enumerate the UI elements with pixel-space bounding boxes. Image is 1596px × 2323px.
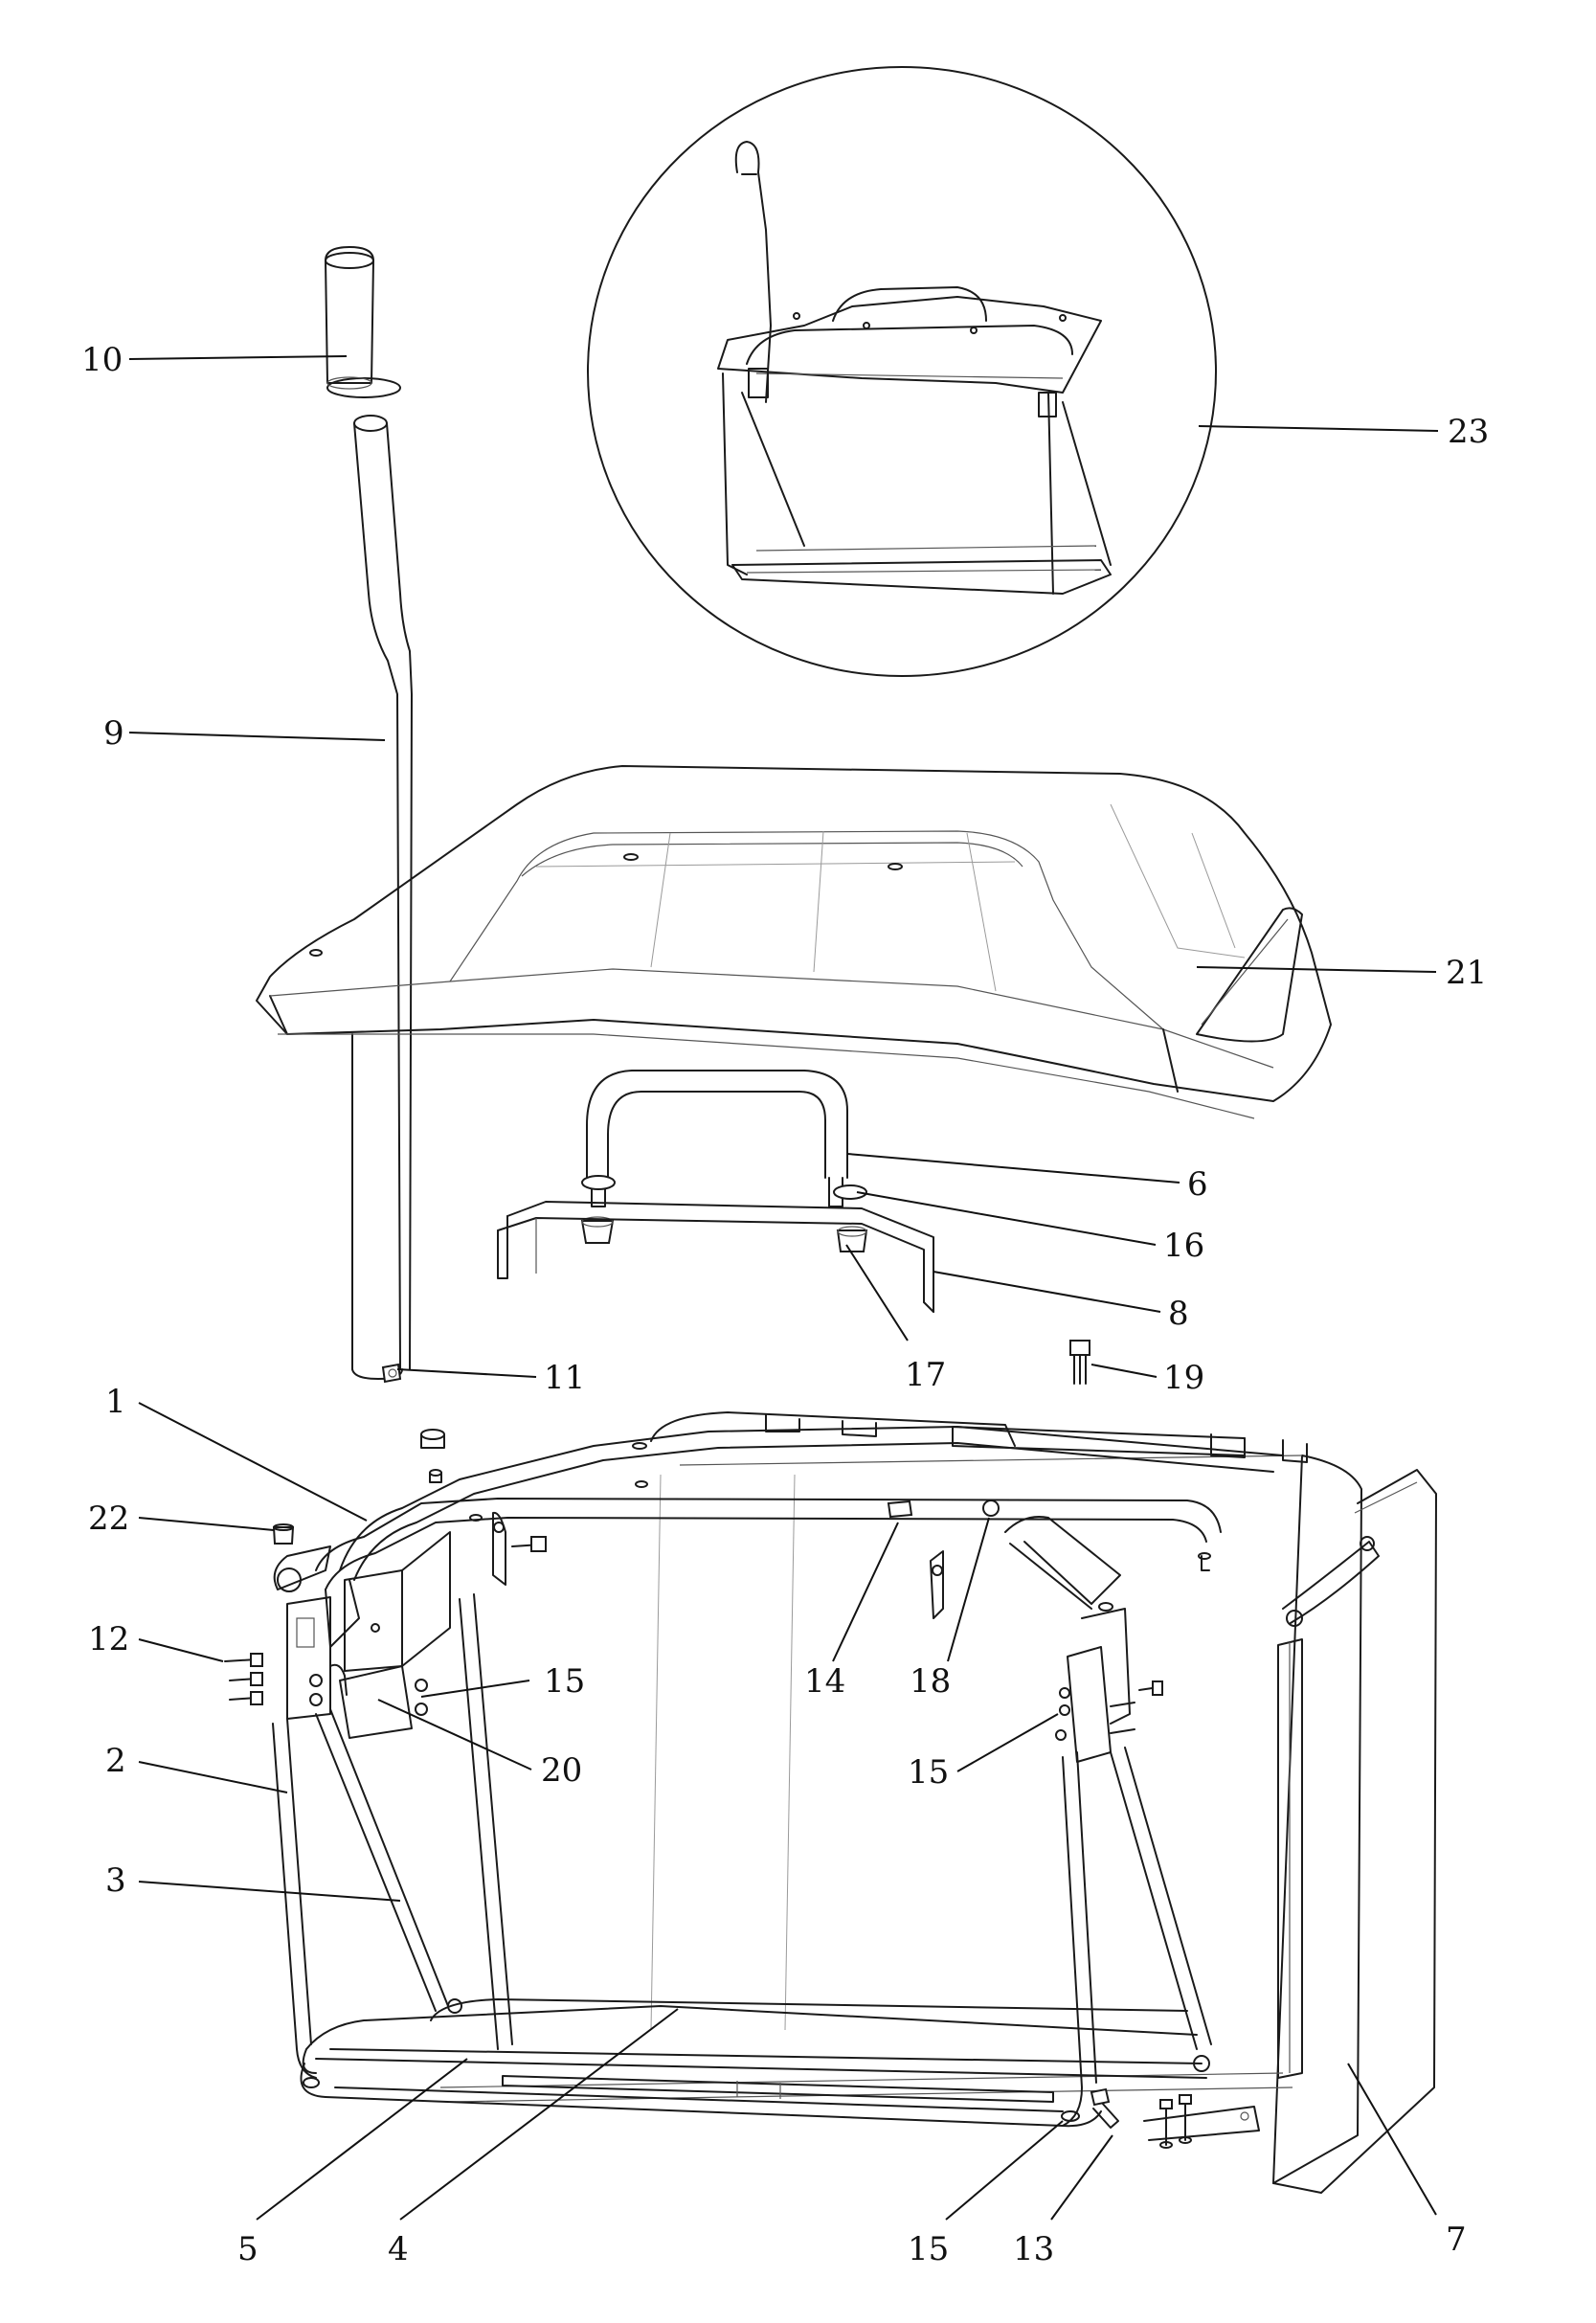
- part-8-bracket-plate: [497, 1201, 934, 1313]
- leader-15b: [956, 1713, 1059, 1772]
- callout-17: 17: [905, 1356, 946, 1394]
- callout-11: 11: [544, 1359, 585, 1397]
- callout-16: 16: [1163, 1227, 1204, 1265]
- callout-10: 10: [81, 341, 123, 379]
- callout-15b: 15: [908, 1753, 949, 1792]
- callout-4: 4: [388, 2230, 409, 2268]
- callout-20: 20: [541, 1751, 582, 1790]
- callout-5: 5: [237, 2230, 259, 2268]
- leader-13: [1050, 2134, 1113, 2221]
- callout-2: 2: [105, 1742, 126, 1780]
- leader-6: [846, 1153, 1180, 1184]
- callout-23: 23: [1448, 413, 1489, 451]
- leader-4: [399, 2008, 679, 2221]
- callout-15a: 15: [544, 1662, 585, 1701]
- callout-1: 1: [105, 1383, 126, 1421]
- callout-13: 13: [1013, 2230, 1054, 2268]
- callout-19: 19: [1163, 1359, 1204, 1397]
- callout-21: 21: [1446, 954, 1487, 992]
- callout-14: 14: [804, 1662, 845, 1701]
- part-6-u-handle: [586, 1070, 848, 1207]
- part-4-5-bottom-frame: [300, 1998, 1207, 2149]
- leader-15a: [420, 1680, 530, 1698]
- leader-3: [138, 1881, 401, 1902]
- leader-15c: [945, 2120, 1064, 2221]
- leader-11: [396, 1368, 537, 1378]
- callout-3: 3: [105, 1861, 126, 1900]
- leader-7: [1347, 2063, 1437, 2216]
- callout-9: 9: [103, 714, 124, 753]
- part-17-nuts: [580, 1216, 868, 1252]
- part-7-grass-bag: [439, 1455, 1437, 2194]
- callout-15c: 15: [908, 2230, 949, 2268]
- part-21-bag-cover: [256, 765, 1332, 1119]
- leader-14: [832, 1522, 899, 1662]
- callout-18: 18: [910, 1662, 951, 1701]
- leader-18: [947, 1517, 990, 1662]
- callout-7: 7: [1446, 2221, 1467, 2259]
- leader-20: [377, 1699, 532, 1770]
- callout-8: 8: [1168, 1295, 1189, 1333]
- leader-12: [138, 1638, 224, 1662]
- leader-21: [1196, 966, 1437, 973]
- leader-8: [933, 1271, 1161, 1313]
- frame-top-assembly: [224, 1411, 1308, 1763]
- leader-1: [138, 1402, 368, 1522]
- part-10-handle-grip: [325, 246, 401, 398]
- leader-22: [138, 1517, 275, 1531]
- leader-19: [1090, 1364, 1158, 1378]
- callout-6: 6: [1187, 1165, 1208, 1204]
- leader-5: [256, 2058, 468, 2221]
- leader-23: [1198, 425, 1439, 432]
- leader-17: [845, 1244, 909, 1342]
- leader-lines: [128, 355, 1439, 2221]
- callout-12: 12: [88, 1620, 129, 1658]
- callout-22: 22: [88, 1500, 129, 1538]
- leader-16: [856, 1191, 1157, 1246]
- part-19-bolt: [1069, 1340, 1090, 1385]
- inset-assembled-view: [587, 66, 1217, 677]
- part-16-washers: [581, 1175, 867, 1200]
- callout-labels: 10 9 23 21 6 16 8 17 11 19 1 22 12 15 20…: [81, 341, 1489, 2268]
- leader-2: [138, 1761, 288, 1793]
- part-9-handle-tube: [351, 415, 413, 1380]
- leader-10: [128, 355, 348, 360]
- leader-9: [128, 732, 386, 741]
- part-2-3-side-legs: [272, 1593, 1212, 2127]
- part-11-bolt: [381, 1363, 402, 1384]
